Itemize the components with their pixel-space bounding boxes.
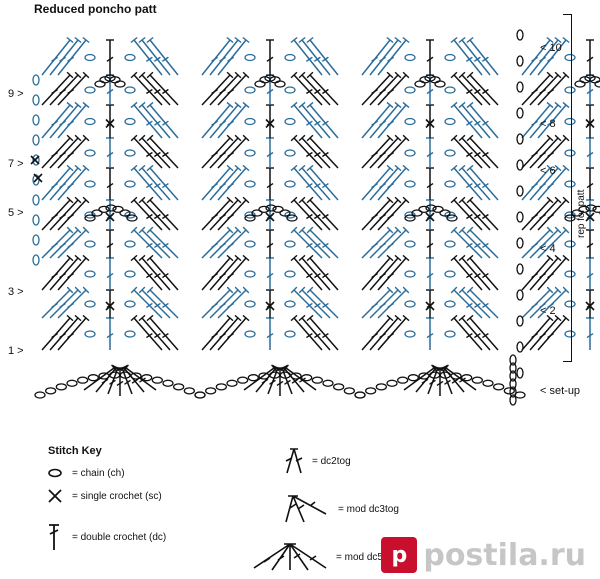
row-label-2: < 2 <box>540 305 556 317</box>
repeat-label: rep for patt <box>576 189 587 238</box>
row-label-7: 7 > <box>8 158 24 170</box>
key-chain: = chain (ch) <box>44 462 125 484</box>
key-sc-label: = single crochet (sc) <box>72 490 162 502</box>
row-label-3: 3 > <box>8 286 24 298</box>
double-crochet-icon <box>49 524 59 550</box>
crochet-diagram <box>30 29 600 406</box>
chart-title: Reduced poncho patt <box>34 2 157 16</box>
key-mod-dc3tog-label: = mod dc3tog <box>338 503 399 515</box>
key-sc: = single crochet (sc) <box>44 485 162 507</box>
mod-dc3tog-icon <box>285 495 327 523</box>
dc2tog-icon <box>285 448 303 474</box>
key-mod-dc3tog: = mod dc3tog <box>282 492 399 526</box>
chain-icon <box>48 468 62 478</box>
row-label-4: < 4 <box>540 243 556 255</box>
single-crochet-icon <box>48 489 62 503</box>
row-label-1: 1 > <box>8 345 24 357</box>
key-chain-label: = chain (ch) <box>72 467 125 479</box>
repeat-bracket <box>563 14 572 362</box>
key-dc2tog-label: = dc2tog <box>312 455 351 467</box>
row-label-setup: < set-up <box>540 385 581 397</box>
mod-dc5tog-icon <box>253 543 327 571</box>
postila-logo-icon: p <box>381 537 418 573</box>
stitch-key-title: Stitch Key <box>48 445 102 457</box>
watermark: p postila.ru <box>381 537 586 573</box>
row-label-10: < 10 <box>540 42 562 54</box>
key-dc: = double crochet (dc) <box>44 522 166 552</box>
key-dc-label: = double crochet (dc) <box>72 531 167 543</box>
row-label-9: 9 > <box>8 88 24 100</box>
watermark-text: postila.ru <box>423 537 586 573</box>
row-label-8: < 8 <box>540 118 556 130</box>
row-label-5: 5 > <box>8 207 24 219</box>
key-dc2tog: = dc2tog <box>282 446 351 476</box>
key-mod-dc5tog: = mod dc5tog <box>250 540 397 574</box>
row-label-6: < 6 <box>540 165 556 177</box>
key-mod-dc5tog-label: = mod dc5tog <box>336 551 397 563</box>
